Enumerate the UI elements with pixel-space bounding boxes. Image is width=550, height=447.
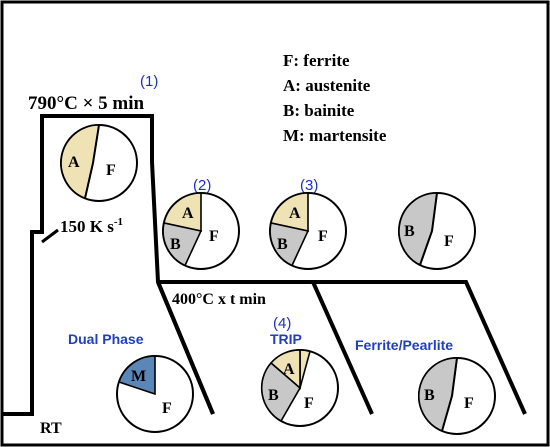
microstructure-bainite-ferrite: B F [398, 192, 476, 270]
thermal-path [2, 114, 215, 416]
legend-martensite: M: martensite [283, 126, 387, 145]
trip-bainite-visible [260, 361, 302, 423]
bainite-region [162, 222, 203, 267]
phase-letter-b: B [170, 236, 181, 253]
phase-letter-f: F [106, 162, 116, 179]
legend-austenite: A: austenite [283, 76, 371, 95]
microstructure-trip: A B F [260, 349, 339, 427]
legend-bainite: B: bainite [283, 101, 355, 120]
austenite-region [163, 192, 202, 232]
bainite-region [398, 192, 438, 267]
phase-letter-m: M [131, 368, 146, 385]
phase-letter-b: B [268, 387, 279, 404]
trip-branch-line [311, 281, 374, 415]
martensite-region [117, 355, 156, 396]
legend-ferrite: F: ferrite [283, 51, 350, 70]
phase-letter-b: B [277, 236, 288, 253]
step-2-number: (2) [193, 177, 211, 194]
cooling-rate-pointer [41, 228, 59, 244]
intercritical-anneal-label: 790°C × 5 min [28, 93, 145, 114]
phase-letter-a: A [182, 205, 194, 222]
phase-letter-a: A [283, 361, 295, 378]
phase-letter-f: F [209, 228, 219, 245]
phase-letter-a: A [289, 205, 301, 222]
austenite-region [60, 124, 100, 200]
step-1-number: (1) [140, 73, 158, 90]
room-temperature-label: RT [40, 420, 62, 437]
dual-phase-quench-line [156, 281, 215, 415]
bainite-region [417, 357, 458, 433]
trip-label: TRIP [270, 331, 302, 347]
step-3-number: (3) [300, 177, 318, 194]
phase-letter-b: B [404, 223, 415, 240]
phase-letter-f: F [304, 395, 314, 412]
cooling-rate-label: 150 K s-1 [60, 216, 123, 236]
bainite-region [269, 222, 310, 267]
isothermal-hold-line [158, 280, 527, 415]
phase-letter-f: F [318, 228, 328, 245]
ferrite-pearlite-label: Ferrite/Pearlite [355, 337, 453, 353]
phase-letter-b: B [424, 387, 435, 404]
phase-letter-f: F [464, 395, 474, 412]
step-4-number: (4) [273, 315, 291, 332]
austenite-region [270, 192, 309, 232]
austenite-region [299, 349, 311, 389]
microstructure-step-1: A F [60, 124, 138, 202]
dual-phase-label: Dual Phase [68, 331, 144, 347]
microstructure-ferrite-pearlite: B F [417, 357, 496, 435]
microstructure-dual-phase: M F [116, 355, 194, 433]
microstructure-step-2: A B F [162, 192, 240, 270]
phase-legend: F: ferrite A: austenite B: bainite M: ma… [283, 51, 387, 145]
phase-letter-a: A [68, 154, 80, 171]
phase-letter-f: F [162, 400, 172, 417]
phase-letter-f: F [444, 233, 454, 250]
isothermal-hold-label: 400°C x t min [172, 291, 266, 308]
microstructure-step-3: A B F [269, 192, 347, 270]
